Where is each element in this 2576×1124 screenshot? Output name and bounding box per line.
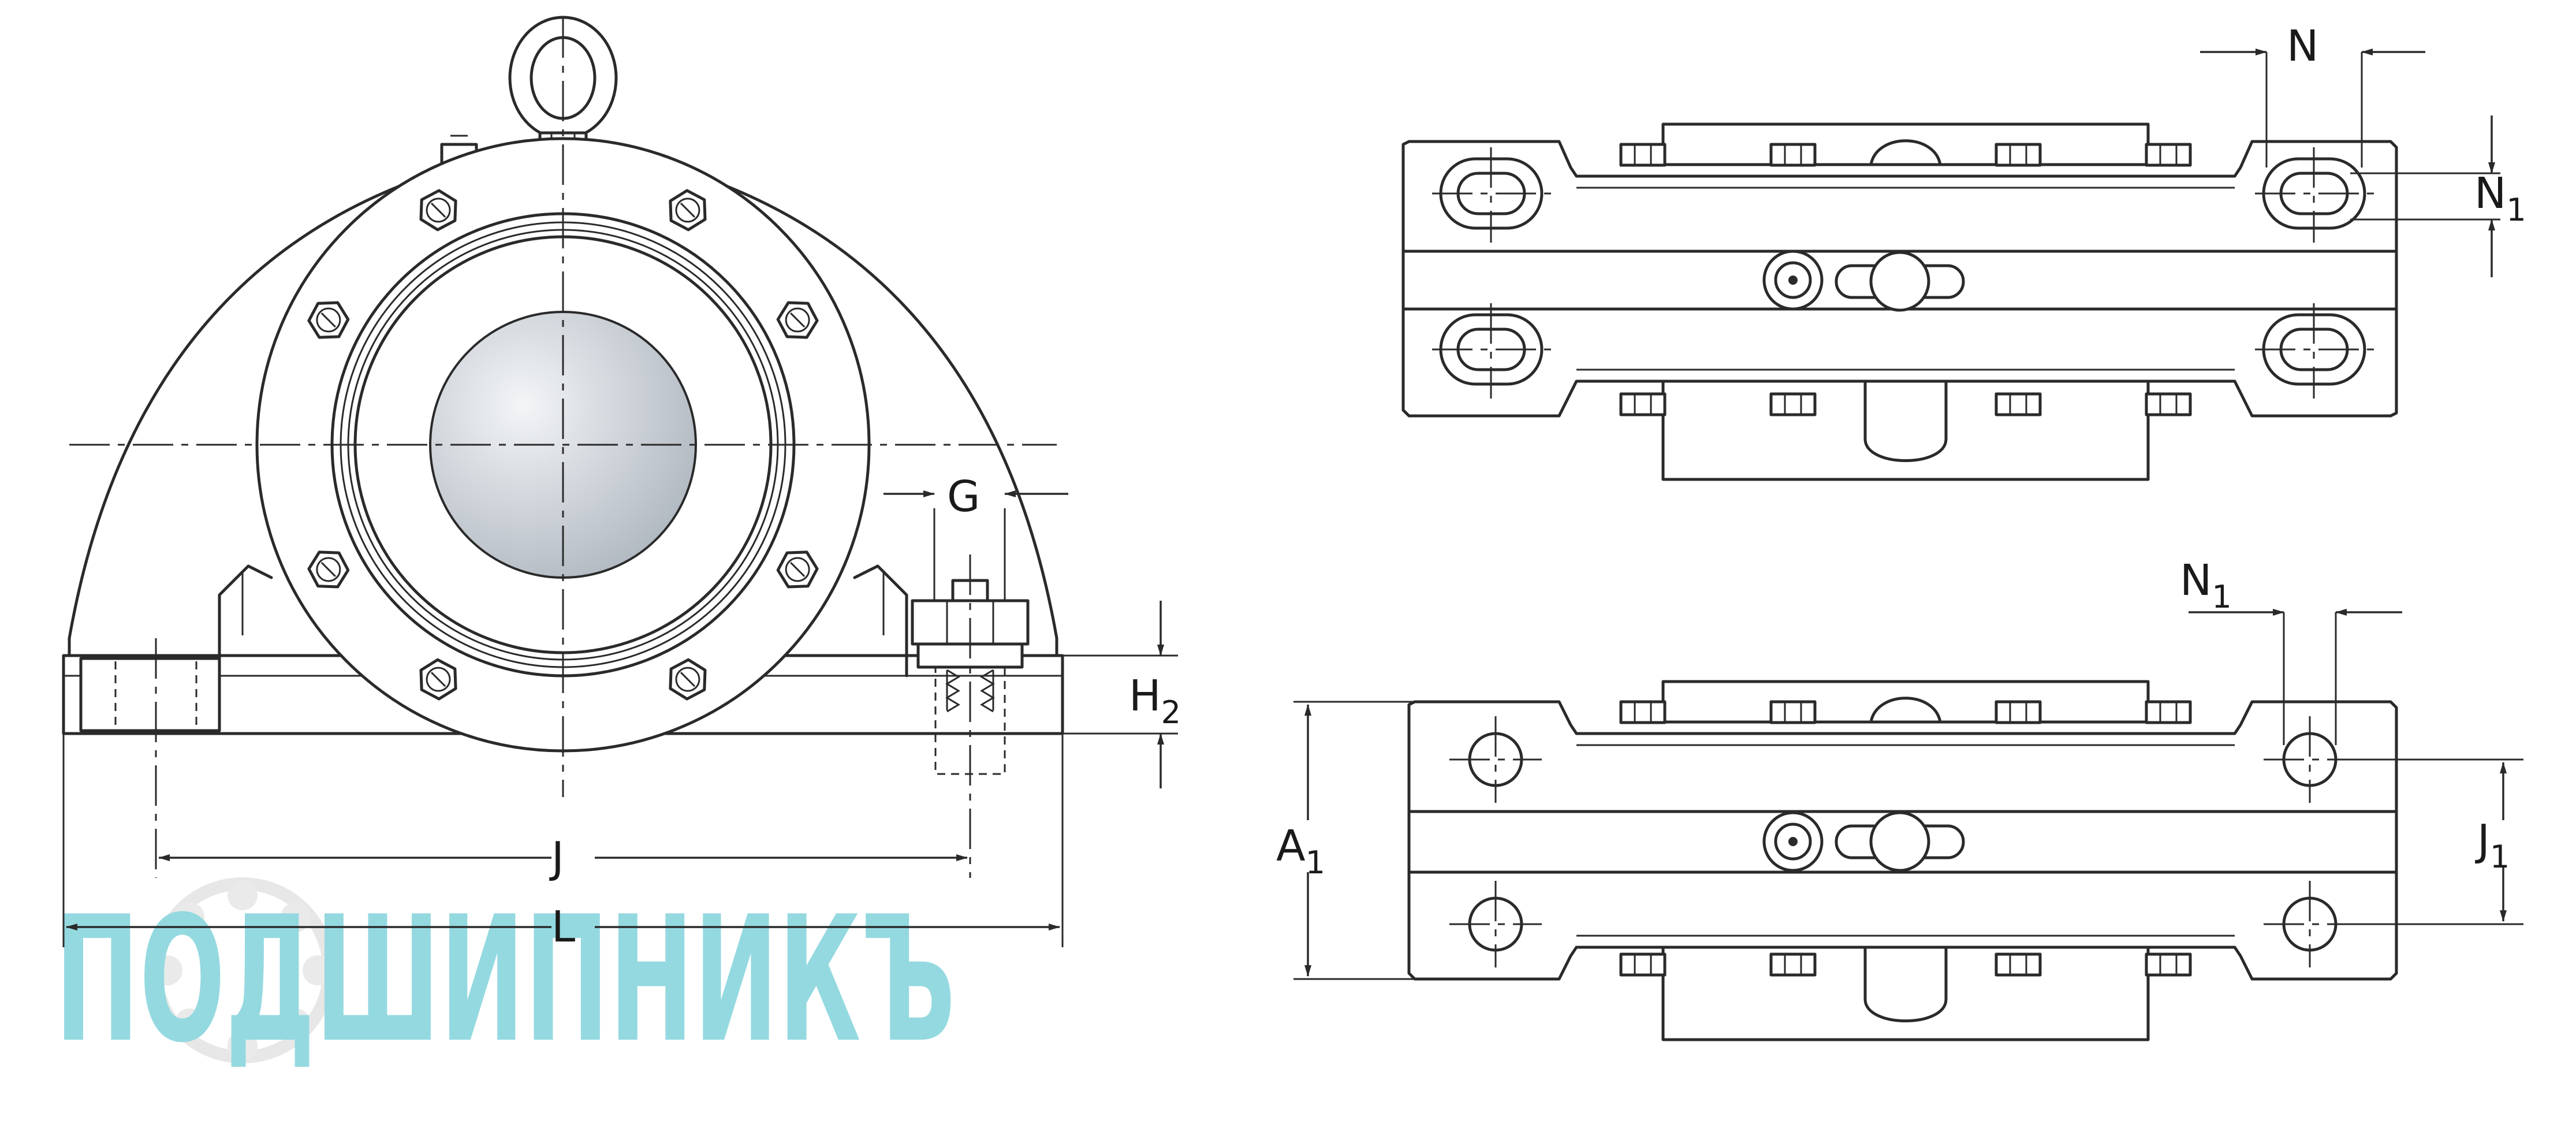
dim-L: L <box>62 734 1064 952</box>
watermark-text: ПОДШИПНИКЪ <box>55 879 956 1081</box>
flange-bolt-icon <box>419 189 457 232</box>
cap-bolt-icon <box>1769 952 1817 977</box>
cap-bolt-icon <box>1769 143 1817 167</box>
flange-bolt-icon <box>669 189 707 232</box>
label-G: G <box>947 472 980 522</box>
label-J1: J1 <box>2475 816 2510 875</box>
cap-bolt-icon <box>1619 392 1667 416</box>
dim-H2: H2 <box>1063 601 1181 788</box>
cap-bolt-icon <box>1619 700 1667 724</box>
label-J: J <box>549 833 564 883</box>
dim-J: J <box>158 833 968 883</box>
flange-bolt-icon <box>307 550 350 589</box>
watermark-logo: ПОДШИПНИКЪ <box>55 877 956 1081</box>
cap-bolt-icon <box>1995 952 2042 977</box>
flange-bolt-icon <box>307 301 350 339</box>
label-A1: A1 <box>1276 821 1325 881</box>
top-view-upper: N N1 <box>1401 21 2526 481</box>
cap-bolt-icon <box>1995 143 2042 167</box>
dim-J1: J1 <box>2336 758 2523 925</box>
flange-bolt-icon <box>776 550 819 589</box>
front-view: G H2 J L <box>62 16 1181 952</box>
label-L: L <box>551 902 575 952</box>
label-N1-lower: N1 <box>2180 556 2232 615</box>
cap-bolt-icon <box>1769 700 1817 724</box>
flange-bolt-icon <box>776 301 819 339</box>
dim-N1-upper: N1 <box>2350 116 2526 277</box>
cap-bolt-icon <box>1995 700 2042 724</box>
dim-N1-lower: N1 <box>2180 556 2402 745</box>
cap-bolt-icon <box>2145 392 2192 416</box>
dim-A1: A1 <box>1276 701 1415 980</box>
label-H2: H2 <box>1129 671 1181 731</box>
cap-bolt-icon <box>1619 143 1667 167</box>
watermark-bearing-ring-icon <box>150 877 335 1063</box>
foot-hole <box>79 657 221 732</box>
label-N1-upper: N1 <box>2474 169 2526 228</box>
top-view-lower: N1 A1 J1 <box>1276 556 2523 1041</box>
label-N: N <box>2287 21 2318 71</box>
flange-bolt-icon <box>669 658 707 701</box>
cap-bolt-icon <box>2145 952 2192 977</box>
cap-bolt-icon <box>2145 700 2192 724</box>
dim-N: N <box>2200 21 2425 168</box>
cap-bolt-icon <box>2145 143 2192 167</box>
cap-bolt-icon <box>1619 952 1667 977</box>
cap-bolt-icon <box>1769 392 1817 416</box>
flange-bolt-icon <box>419 658 457 701</box>
cap-bolt-icon <box>1995 392 2042 416</box>
flange-bolts <box>307 189 819 701</box>
dim-G: G <box>883 472 1068 601</box>
